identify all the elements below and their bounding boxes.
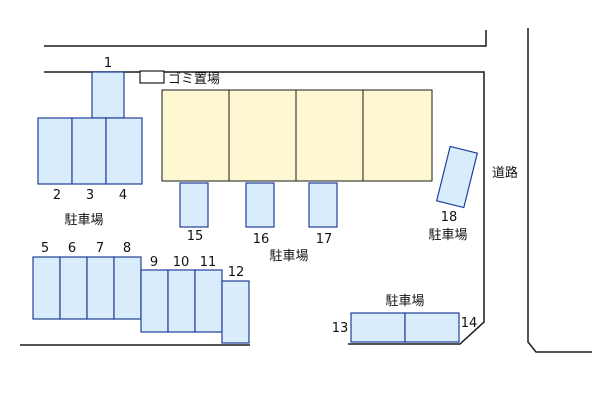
space-number-10: 10 [173,255,190,270]
space-number-16: 16 [253,232,270,247]
building-unit [295,89,364,182]
building-unit [362,89,433,182]
space-number-12: 12 [228,265,245,280]
parking-space-18 [435,145,479,209]
space-number-7: 7 [96,241,104,256]
space-number-9: 9 [150,255,158,270]
parking-space-16 [245,182,275,228]
space-number-14: 14 [461,316,478,331]
building-unit [161,89,230,182]
space-number-18: 18 [441,210,458,225]
parking-space-5 [32,256,61,320]
parking-label-left: 駐車場 [64,213,103,228]
space-number-17: 17 [316,232,333,247]
top-road-edge [44,30,487,47]
space-number-2: 2 [53,188,61,203]
parking-space-8 [113,256,142,320]
space-number-3: 3 [86,188,94,203]
parking-space-10 [167,269,196,333]
area-labels: 駐車場 駐車場 駐車場 駐車場 道路 [64,165,518,309]
space-number-13: 13 [332,321,349,336]
right-road-edge [527,28,592,353]
building-unit [228,89,297,182]
parking-space-13 [350,312,406,343]
parking-label-center: 駐車場 [269,249,308,264]
space-number-4: 4 [119,188,127,203]
parking-space-7 [86,256,115,320]
space-number-5: 5 [41,241,49,256]
boundary-lines [20,28,592,353]
parking-space-17 [308,182,338,228]
parking-label-right: 駐車場 [428,228,467,243]
garbage-area [139,70,165,84]
parking-space-12 [221,280,250,344]
parking-space-4 [105,117,143,185]
parking-label-bottom: 駐車場 [385,294,424,309]
space-number-8: 8 [123,241,131,256]
parking-space-14 [404,312,460,343]
site-boundary [44,71,485,345]
parking-space-6 [59,256,88,320]
garbage-area-label: ゴミ置場 [168,71,220,87]
parking-space-9 [140,269,169,333]
space-number-6: 6 [68,241,76,256]
parking-space-11 [194,269,223,333]
parking-space-2 [37,117,73,185]
building [161,89,433,182]
parking-space-1 [91,71,125,119]
space-number-11: 11 [200,255,217,270]
space-numbers: 1 2 3 4 5 6 7 8 9 10 11 12 15 16 17 13 1… [41,56,477,336]
parking-space-15 [179,182,209,228]
parking-spaces [32,71,479,344]
space-number-1: 1 [104,56,112,71]
space-number-15: 15 [187,229,204,244]
road-label: 道路 [492,165,518,181]
parking-space-3 [71,117,107,185]
